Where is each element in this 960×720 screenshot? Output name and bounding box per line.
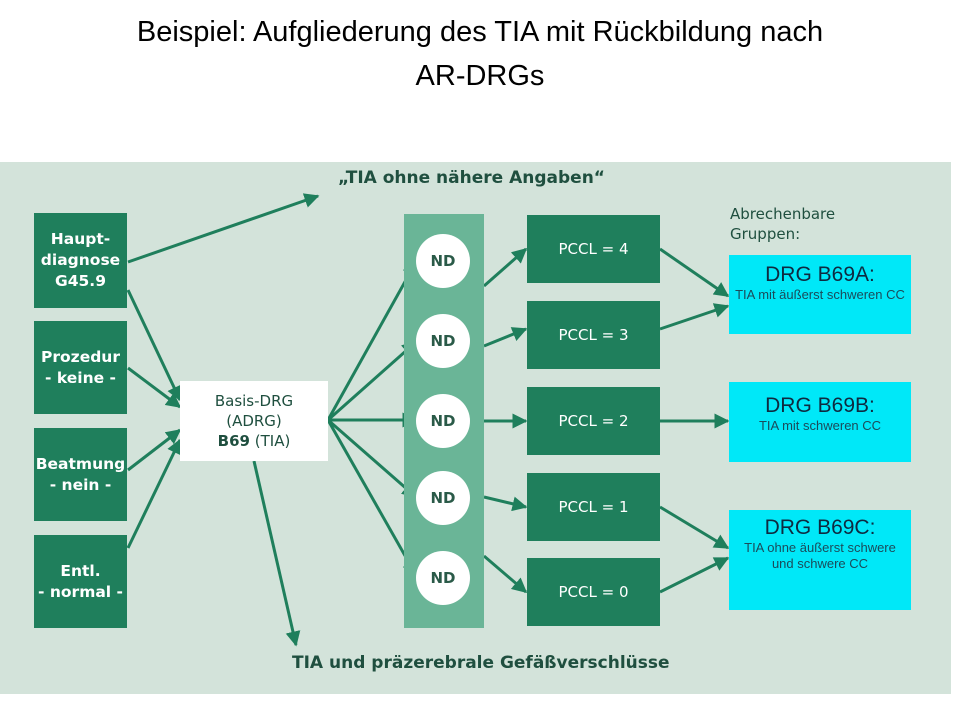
arrow-basis-to-nd-5 bbox=[326, 419, 418, 577]
basis-line: B69 (TIA) bbox=[218, 431, 291, 451]
nd-node: ND bbox=[416, 471, 470, 525]
label-tia-praezerebrale-gefaessverschluesse: TIA und präzerebrale Gefäßverschlüsse bbox=[292, 653, 670, 673]
pccl-box-3: PCCL = 3 bbox=[527, 301, 660, 369]
arrow-pccl-1-to-drg-c bbox=[659, 505, 730, 550]
drg-title: DRG B69B: bbox=[765, 394, 875, 417]
arrow-basis-to-nd-4 bbox=[327, 418, 418, 499]
title-line-2: AR-DRGs bbox=[415, 60, 545, 92]
drg-box-b69c: DRG B69C: TIA ohne äußerst schwere und s… bbox=[729, 510, 911, 610]
arrow-basis-to-nd-1 bbox=[326, 260, 418, 421]
input-line: diagnose bbox=[40, 251, 121, 269]
arrow-nd-to-pccl-0 bbox=[483, 554, 528, 594]
drg-title: DRG B69A: bbox=[765, 263, 875, 286]
input-line: Prozedur bbox=[41, 347, 120, 366]
input-line: - nein - bbox=[49, 475, 112, 494]
arrow-nd-to-pccl-1 bbox=[483, 495, 528, 512]
input-line: Beatmung bbox=[35, 454, 126, 473]
basis-code-suffix: (TIA) bbox=[249, 432, 291, 450]
drg-description: TIA mit äußerst schweren CC bbox=[735, 287, 905, 302]
input-hauptdiagnose: Haupt- diagnose G45.9 bbox=[34, 213, 127, 308]
page-title: Beispiel: Aufgliederung des TIA mit Rück… bbox=[0, 10, 960, 98]
pccl-box-2: PCCL = 2 bbox=[527, 387, 660, 455]
input-prozedur: Prozedur - keine - bbox=[34, 321, 127, 414]
arrow-prozedur-to-basis bbox=[127, 366, 182, 409]
arrow-diagnose-to-top bbox=[127, 193, 320, 264]
drg-description: TIA ohne äußerst schwere und schwere CC bbox=[744, 540, 896, 571]
input-line: G45.9 bbox=[55, 272, 106, 290]
nd-node: ND bbox=[416, 234, 470, 288]
groups-label: Abrechenbare Gruppen: bbox=[730, 204, 835, 244]
basis-drg-box: Basis-DRG (ADRG) B69 (TIA) bbox=[180, 381, 328, 461]
pccl-box-1: PCCL = 1 bbox=[527, 473, 660, 541]
pccl-box-4: PCCL = 4 bbox=[527, 215, 660, 283]
arrow-nd-to-pccl-4 bbox=[483, 247, 528, 288]
arrow-pccl-3-to-drg-a bbox=[659, 303, 730, 331]
nd-node: ND bbox=[416, 394, 470, 448]
pccl-box-0: PCCL = 0 bbox=[527, 558, 660, 626]
arrow-pccl-0-to-drg-c bbox=[659, 556, 730, 594]
input-line: Haupt- bbox=[50, 230, 111, 248]
title-line-1: Beispiel: Aufgliederung des TIA mit Rück… bbox=[136, 16, 824, 48]
nd-node: ND bbox=[416, 314, 470, 368]
input-line: Entl. bbox=[60, 561, 101, 580]
drg-description: TIA mit schweren CC bbox=[758, 418, 882, 433]
nd-node: ND bbox=[416, 551, 470, 605]
basis-line: (ADRG) bbox=[226, 412, 282, 430]
drg-box-b69b: DRG B69B: TIA mit schweren CC bbox=[729, 382, 911, 462]
input-line: - keine - bbox=[45, 368, 116, 387]
drg-box-b69a: DRG B69A: TIA mit äußerst schweren CC bbox=[729, 255, 911, 334]
groups-label-line: Gruppen: bbox=[730, 225, 801, 243]
arrow-basis-to-bottom bbox=[252, 460, 301, 647]
input-entlassung: Entl. - normal - bbox=[34, 535, 127, 628]
label-tia-ohne-naehere-angaben: „TIA ohne nähere Angaben“ bbox=[338, 168, 605, 188]
basis-line: Basis-DRG bbox=[214, 392, 294, 410]
arrow-basis-to-nd-2 bbox=[327, 340, 418, 422]
input-line: - normal - bbox=[38, 582, 123, 601]
groups-label-line: Abrechenbare bbox=[730, 205, 836, 223]
arrow-entl-to-basis bbox=[126, 438, 182, 549]
arrow-diagnose-to-basis bbox=[126, 289, 182, 402]
basis-code: B69 bbox=[217, 432, 250, 450]
drg-title: DRG B69C: bbox=[764, 516, 876, 539]
input-beatmung: Beatmung - nein - bbox=[34, 428, 127, 521]
arrow-nd-to-pccl-3 bbox=[483, 327, 528, 348]
arrow-pccl-4-to-drg-a bbox=[659, 247, 730, 298]
arrow-beatmung-to-basis bbox=[127, 428, 182, 472]
